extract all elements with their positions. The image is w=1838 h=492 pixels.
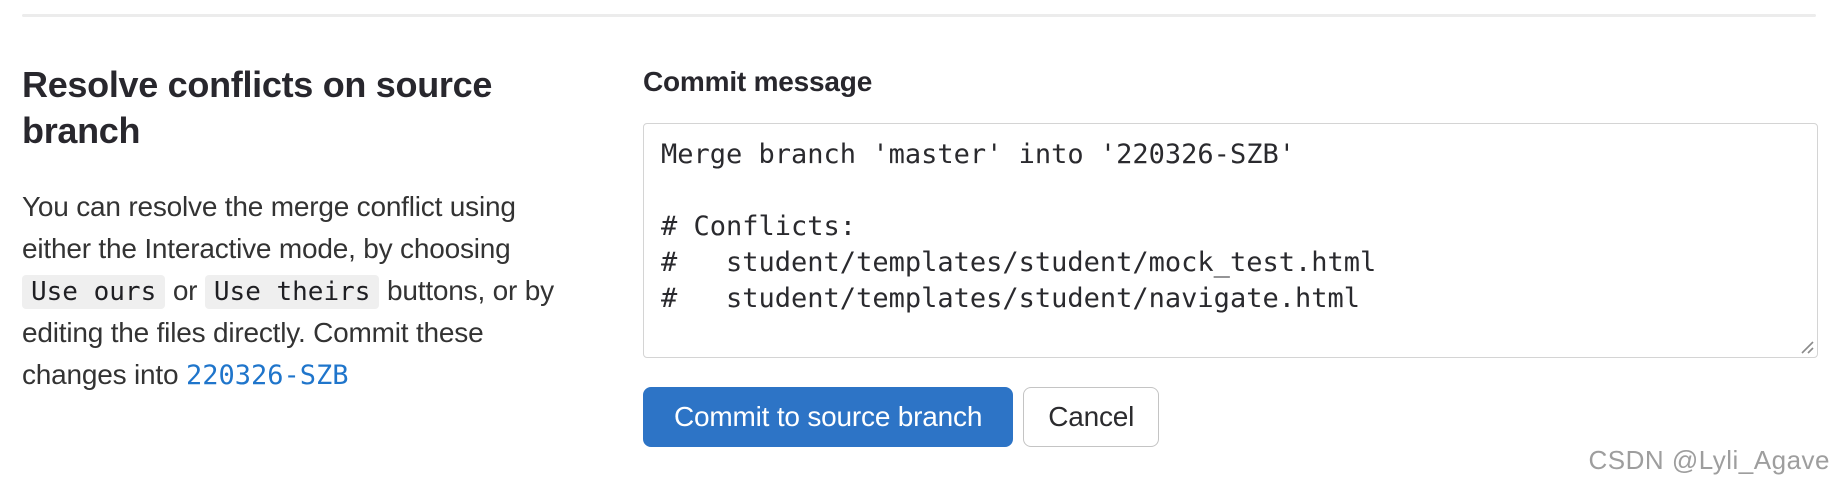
textarea-resize-handle[interactable] [1798, 338, 1814, 354]
cancel-button[interactable]: Cancel [1023, 387, 1160, 447]
commit-message-field: Merge branch 'master' into '220326-SZB' … [643, 123, 1818, 358]
description-line-4: editing the files directly. Commit these [22, 312, 562, 354]
use-ours-code: Use ours [22, 275, 166, 309]
use-theirs-code: Use theirs [204, 275, 380, 309]
conflict-description: You can resolve the merge conflict using… [22, 186, 562, 396]
description-text: buttons, or by [379, 275, 554, 306]
description-text: You can resolve the merge conflict using [22, 191, 516, 222]
watermark: CSDN @Lyli_Agave [1588, 445, 1830, 475]
description-line-5: changes into 220326-SZB [22, 354, 562, 396]
commit-to-source-branch-button[interactable]: Commit to source branch [643, 387, 1014, 447]
description-text: editing the files directly. Commit these [22, 317, 484, 348]
top-divider [22, 14, 1816, 17]
description-line-1: You can resolve the merge conflict using [22, 186, 562, 228]
description-text: changes into [22, 359, 186, 390]
form-actions: Commit to source branch Cancel [643, 387, 1160, 447]
commit-message-textarea[interactable]: Merge branch 'master' into '220326-SZB' … [643, 123, 1818, 358]
source-branch-link[interactable]: 220326-SZB [185, 360, 349, 391]
description-text: or [165, 275, 205, 306]
page-title: Resolve conflicts on source branch [22, 64, 493, 151]
description-text: either the Interactive mode, by choosing [22, 233, 511, 264]
description-line-3: Use ours or Use theirs buttons, or by [22, 270, 562, 312]
description-line-2: either the Interactive mode, by choosing [22, 228, 562, 270]
commit-message-label: Commit message [643, 66, 873, 97]
